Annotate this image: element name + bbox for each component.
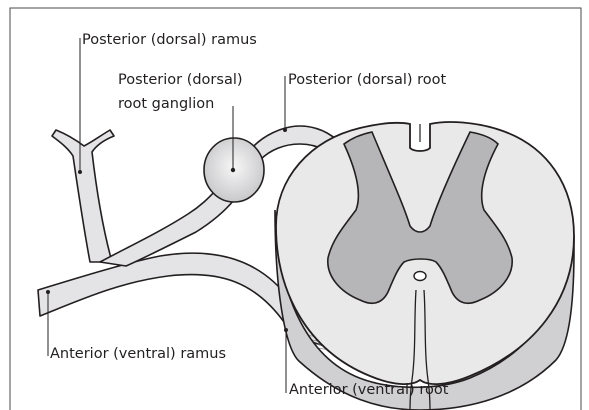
label-anterior-root: Anterior (ventral) root	[289, 382, 449, 398]
label-anterior-ramus: Anterior (ventral) ramus	[50, 346, 226, 362]
posterior-ramus-band	[52, 130, 114, 262]
ganglion-dot	[231, 168, 235, 172]
label-ganglion-line2: root ganglion	[118, 96, 214, 112]
label-posterior-root: Posterior (dorsal) root	[288, 72, 447, 88]
label-ganglion-line1: Posterior (dorsal)	[118, 72, 243, 88]
central-canal	[414, 272, 426, 281]
label-posterior-ramus: Posterior (dorsal) ramus	[82, 32, 257, 48]
